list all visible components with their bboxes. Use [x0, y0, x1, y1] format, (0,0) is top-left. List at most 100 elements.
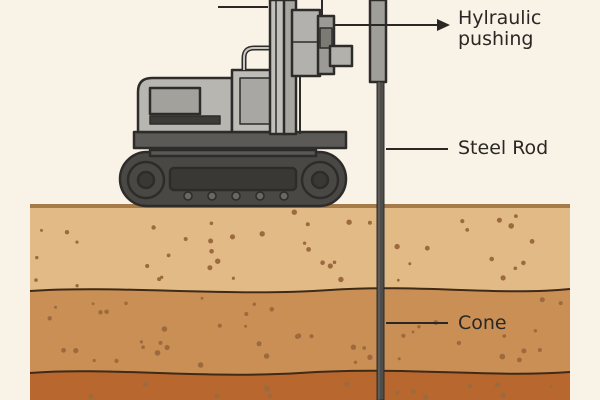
soil-dot — [411, 330, 415, 334]
soil-dot — [514, 214, 518, 219]
soil-dot — [183, 237, 188, 241]
hydraulic-pushing-line2: pushing — [458, 27, 534, 50]
soil-dot — [460, 219, 465, 224]
soil-dot — [215, 258, 221, 264]
soil-dot — [424, 245, 430, 251]
soil-layer-middle — [30, 288, 570, 375]
soil-dot — [465, 228, 470, 232]
soil-dot — [47, 316, 52, 321]
soil-dot — [54, 305, 57, 309]
soil-dot — [306, 247, 311, 252]
leader-hydraulic-arrowhead — [437, 19, 450, 31]
soil-dot — [496, 217, 502, 223]
soil-dot — [229, 234, 236, 240]
soil-dot — [539, 297, 545, 303]
soil-dot — [500, 392, 506, 399]
soil-layer-top — [30, 206, 570, 291]
soil-dot — [263, 385, 267, 389]
soil-layer-bottom — [30, 370, 570, 400]
layer-boundary-1 — [29, 287, 571, 294]
hydraulic-head — [290, 0, 354, 78]
soil-dot — [521, 260, 526, 266]
soil-dot — [160, 275, 164, 279]
soil-dot — [320, 260, 325, 266]
soil-dot — [499, 353, 506, 360]
soil-dot — [244, 324, 248, 328]
soil-dot — [362, 346, 367, 350]
soil-dot — [529, 239, 535, 244]
soil-dot — [467, 383, 473, 389]
soil-dot — [489, 256, 495, 262]
soil-dot — [417, 325, 421, 329]
soil-dot — [263, 353, 270, 359]
soil-dot — [141, 345, 145, 350]
soil-dot — [75, 240, 79, 244]
soil-dot — [214, 393, 220, 399]
soil-dot — [217, 323, 222, 328]
soil-dot — [508, 223, 514, 229]
soil-dot — [344, 381, 350, 387]
soil-dot — [164, 344, 170, 351]
soil-dot — [142, 381, 148, 387]
soil-dot — [394, 243, 400, 250]
soil-dots — [34, 209, 563, 400]
soil-dot — [267, 393, 273, 398]
soil-dot — [34, 278, 38, 282]
soil-dot — [161, 326, 168, 332]
soil-dot — [91, 302, 95, 306]
soil-dot — [209, 221, 214, 226]
soil-dot — [166, 253, 171, 258]
soil-dot — [154, 350, 161, 356]
hydraulic-pushing-line1: Hylraulic — [458, 7, 542, 29]
soil-dot — [145, 263, 150, 269]
crawler-track — [118, 148, 348, 208]
soil-dot — [208, 238, 214, 244]
rig-deck — [132, 130, 348, 150]
rod-guide — [368, 0, 388, 84]
soil-dot — [291, 209, 297, 215]
soil-dot — [423, 394, 429, 400]
layer-boundary-2 — [29, 369, 571, 376]
soil-dot — [231, 276, 235, 280]
soil-dot — [305, 222, 310, 227]
soil-dot — [75, 284, 79, 288]
soil-dot — [500, 275, 506, 281]
soil-dot — [244, 312, 249, 316]
soil-dot — [114, 358, 119, 363]
soil-dot — [302, 241, 307, 245]
soil-dot — [401, 333, 406, 338]
soil-dot — [209, 249, 214, 254]
leader-lines — [218, 6, 450, 324]
soil-dot — [410, 389, 416, 394]
soil-dot — [124, 301, 128, 306]
soil-dot — [502, 334, 507, 338]
soil-dot — [35, 255, 39, 260]
soil-dot — [338, 276, 344, 283]
soil-dot — [61, 347, 66, 353]
rig-mast — [268, 0, 301, 136]
soil-dot — [537, 348, 542, 352]
soil-dot — [533, 329, 538, 333]
soil-dot — [158, 340, 163, 345]
soil-dot — [40, 228, 43, 232]
soil-dot — [309, 334, 314, 339]
soil-dot — [346, 219, 352, 225]
soil-dot — [256, 341, 262, 347]
soil-dot — [327, 263, 333, 269]
soil-dot — [367, 220, 372, 225]
soil-dot — [396, 278, 400, 282]
soil-dot — [456, 340, 462, 346]
rig-body — [136, 45, 284, 134]
soil-dot — [259, 231, 265, 237]
crawler-rig — [118, 0, 388, 208]
soil-dot — [353, 360, 358, 364]
soil-dot — [408, 262, 412, 266]
soil-dot — [513, 266, 518, 271]
soil-dot — [98, 310, 103, 315]
soil-dot — [73, 348, 79, 354]
soil-dot — [197, 362, 204, 368]
soil-dot — [151, 225, 156, 230]
soil-dot — [157, 277, 162, 282]
